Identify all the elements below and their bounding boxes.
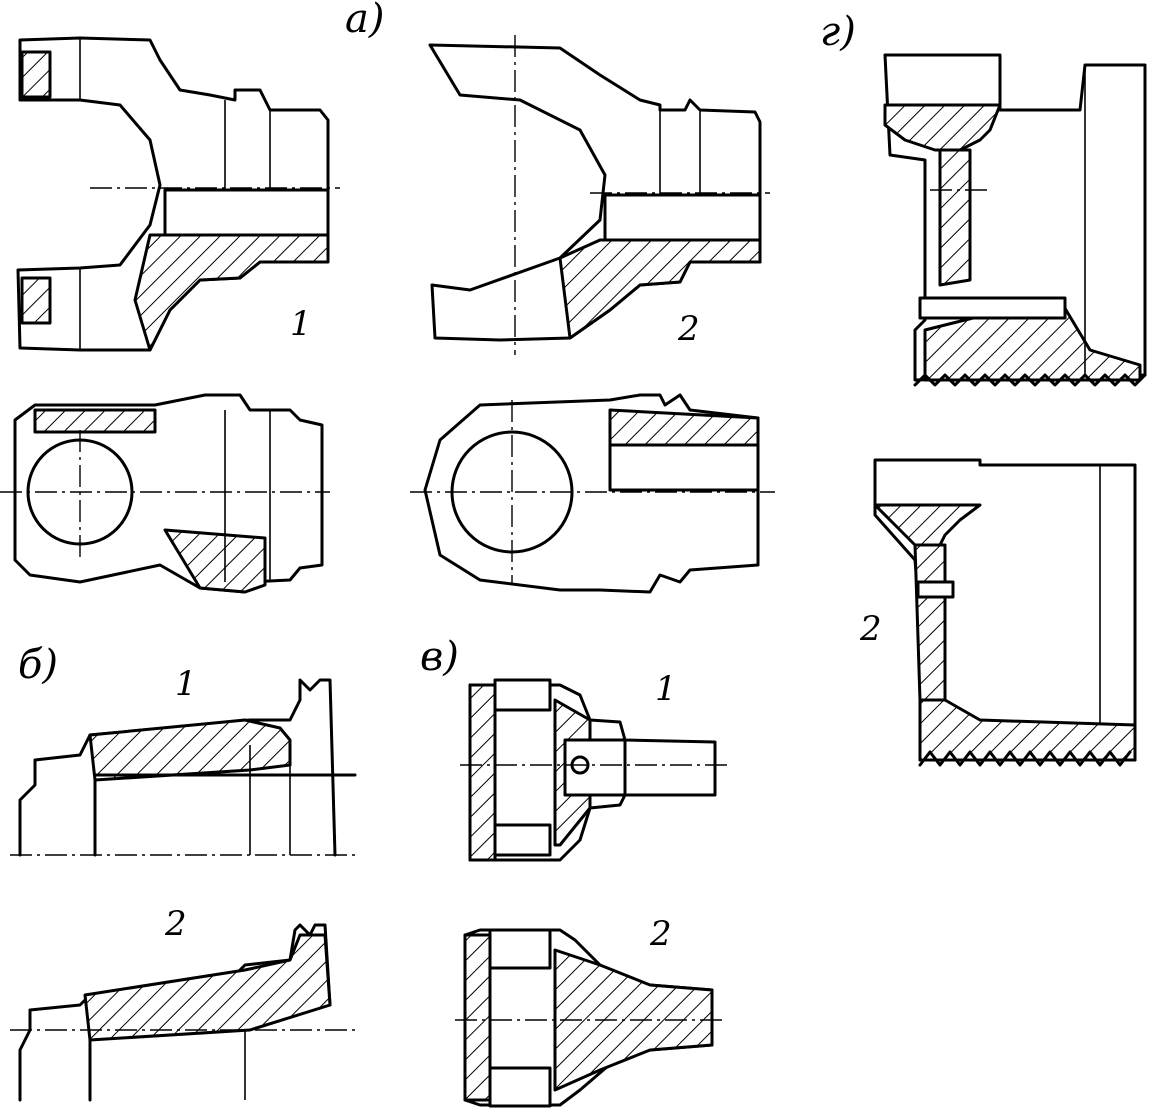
yoke-2-top-view	[410, 393, 775, 594]
label-a-1: 1	[290, 304, 312, 344]
shaft-b-2	[10, 923, 360, 1102]
label-b: б)	[18, 642, 58, 688]
label-b-1: 1	[175, 664, 197, 704]
shaft-b-1	[10, 678, 360, 857]
joint-v-1	[460, 678, 730, 862]
label-a-2: 2	[677, 309, 700, 349]
label-v-1: 1	[655, 669, 677, 709]
label-g: г)	[820, 9, 856, 55]
yoke-1-side-view	[16, 36, 340, 352]
label-b-2: 2	[164, 904, 187, 944]
label-v-2: 2	[649, 914, 672, 954]
gear-g-2	[873, 458, 1137, 767]
yoke-1-top-view	[0, 393, 330, 594]
joint-v-2	[455, 928, 725, 1108]
label-g-2: 2	[859, 609, 882, 649]
label-a: а)	[345, 0, 384, 42]
yoke-2-side-view	[428, 35, 770, 355]
label-v: в)	[420, 634, 459, 680]
gear-g-1	[883, 53, 1147, 387]
